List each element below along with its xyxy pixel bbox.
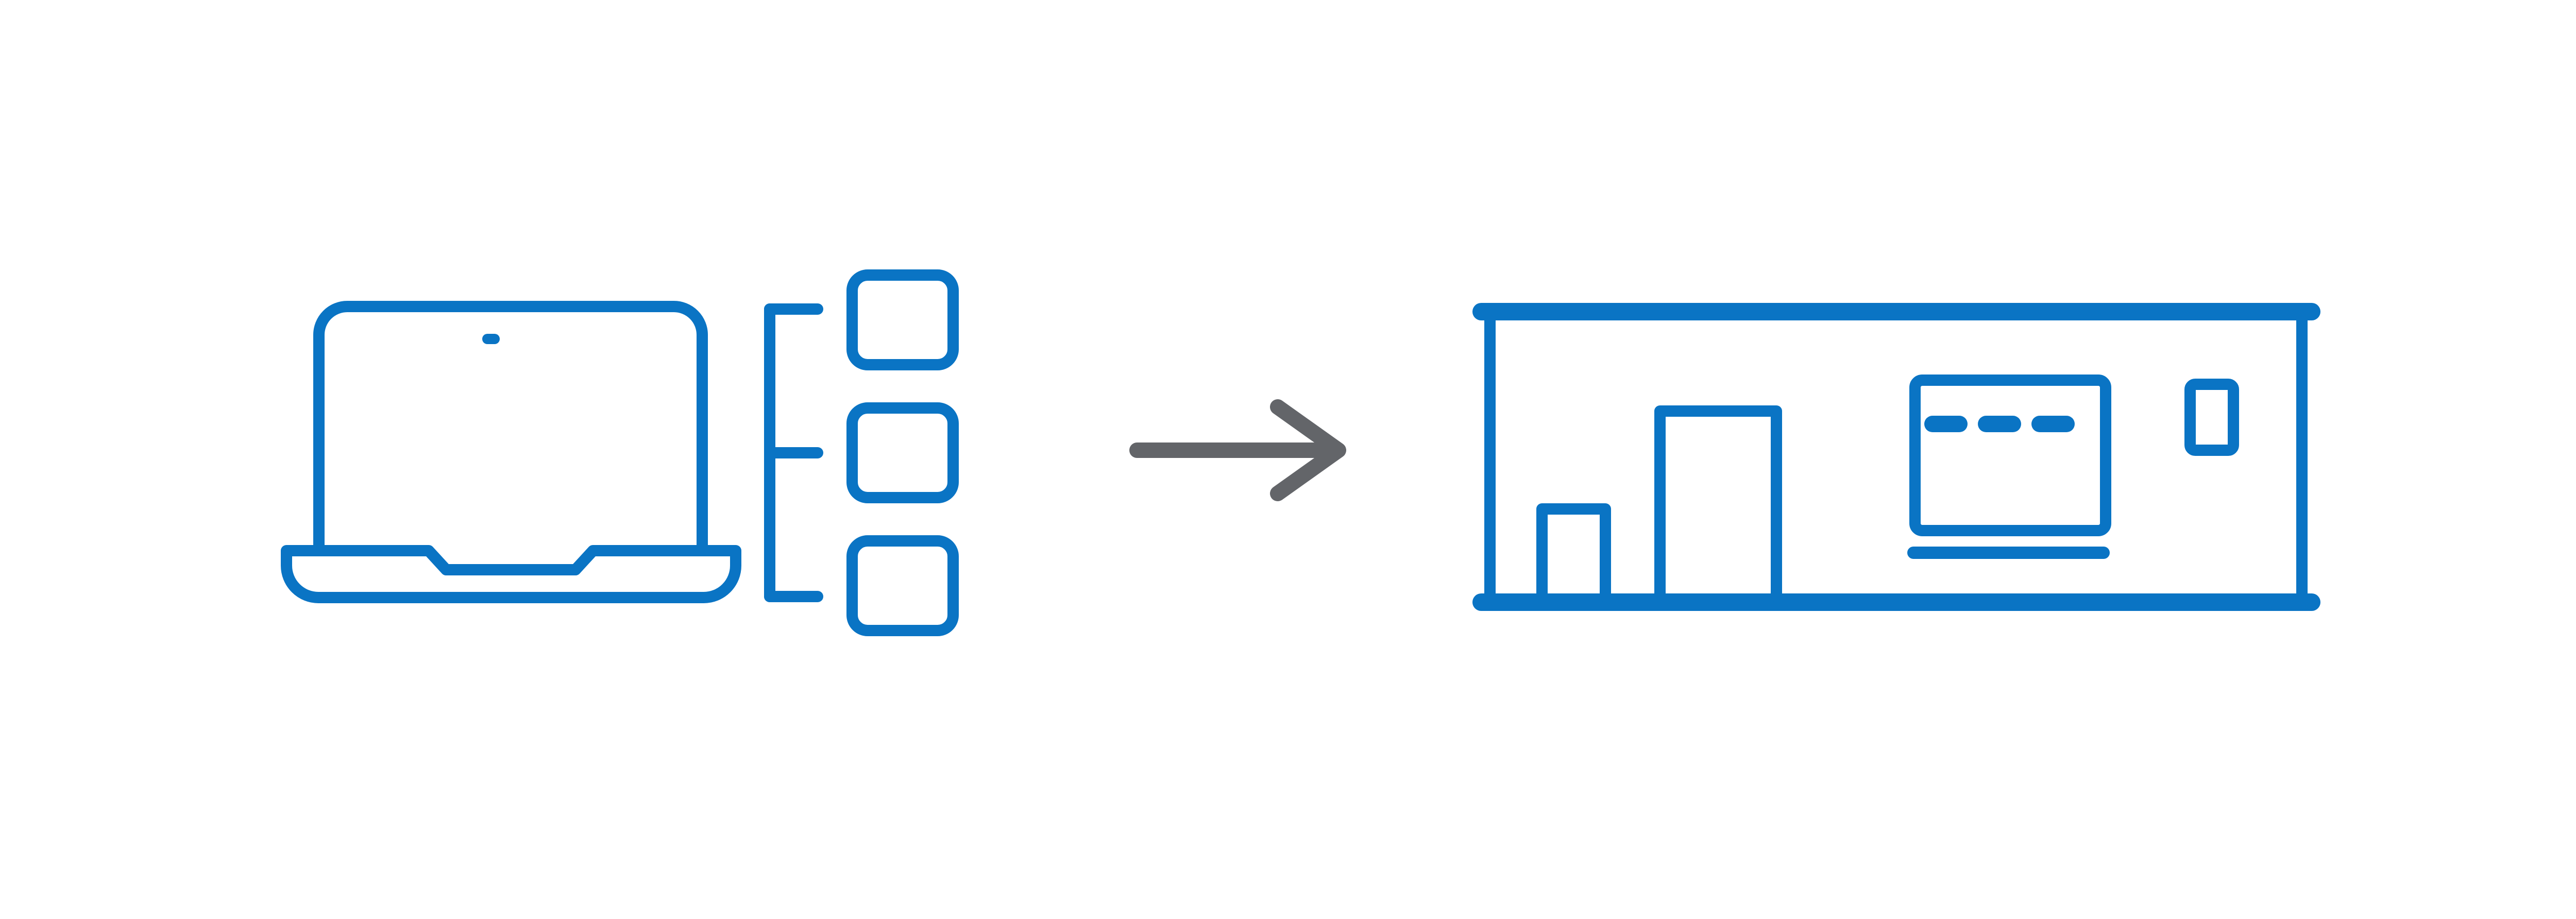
workload-node-2	[846, 402, 959, 503]
laptop-camera-dot	[482, 334, 500, 344]
workload-node-3	[846, 535, 959, 636]
server-rack-tall	[1654, 405, 1782, 602]
arrow-head	[1270, 399, 1346, 501]
laptop-device	[281, 301, 741, 603]
migration-arrow	[1129, 399, 1346, 501]
server-panel	[1909, 375, 2111, 536]
server-rack-small	[1536, 503, 1611, 602]
data-center-building	[1472, 303, 2320, 611]
building-door	[2184, 379, 2239, 456]
laptop-base-tray	[281, 545, 741, 603]
laptop-screen	[313, 301, 708, 552]
workload-node-1	[846, 269, 959, 370]
workload-tree	[764, 269, 959, 636]
